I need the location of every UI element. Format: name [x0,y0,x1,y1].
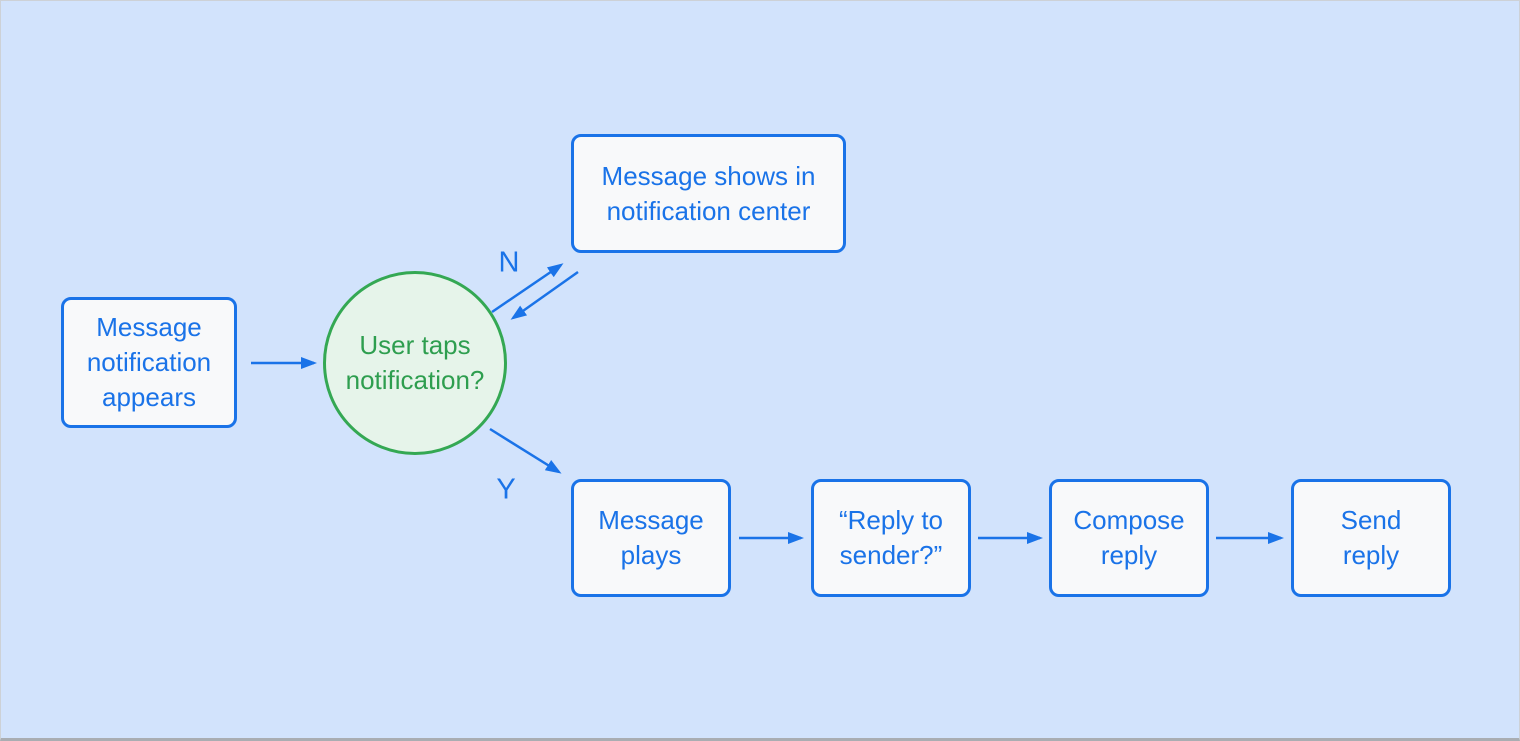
node-reply-to-sender-label: “Reply to sender?” [838,505,944,570]
edge-decision-to-message-plays-arrow [489,427,562,474]
node-message-plays: Message plays [571,479,731,597]
node-message-notification-appears: Message notification appears [61,297,237,428]
edge-notification-center-to-decision-arrow [510,270,579,320]
node-send-reply: Send reply [1291,479,1451,597]
node-user-taps-notification-decision-label: User taps notification? [345,330,485,395]
edge-label-yes: Y [496,473,516,506]
node-user-taps-notification-decision: User taps notification? [323,271,507,455]
node-compose-reply-label: Compose reply [1073,505,1185,570]
node-send-reply-label: Send reply [1340,505,1402,570]
node-message-notification-appears-label: Message notification appears [86,312,212,412]
node-message-shows-in-notification-center: Message shows in notification center [571,134,846,253]
node-message-shows-in-notification-center-label: Message shows in notification center [601,160,816,226]
node-reply-to-sender: “Reply to sender?” [811,479,971,597]
edge-label-no: N [498,246,520,279]
node-compose-reply: Compose reply [1049,479,1209,597]
node-message-plays-label: Message plays [598,505,704,570]
